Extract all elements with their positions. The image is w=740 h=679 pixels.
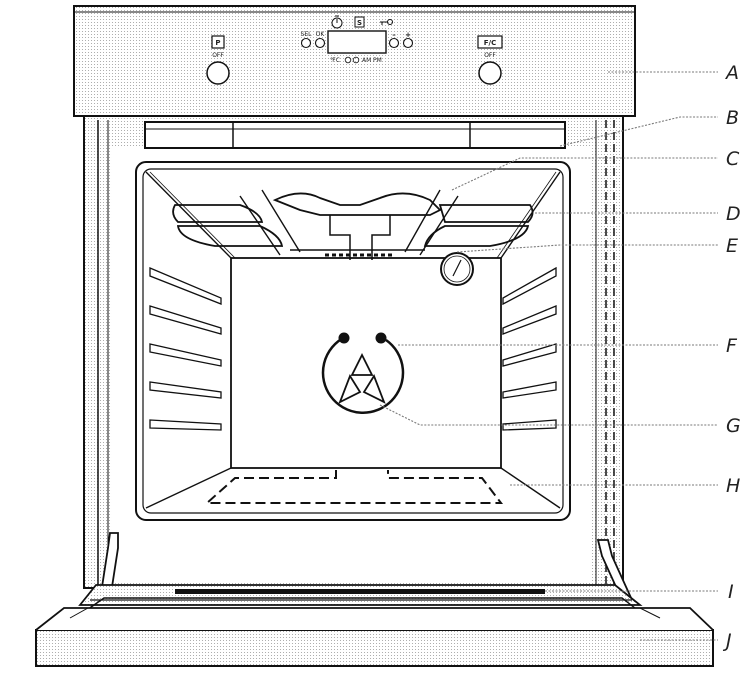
callout-c: C xyxy=(726,148,740,170)
oven-light-icon xyxy=(441,253,473,285)
callout-j: J xyxy=(722,630,732,652)
right-knob-off-label: OFF xyxy=(484,52,496,59)
sel-button-label: SEL xyxy=(301,31,313,38)
display-pm: PM xyxy=(373,57,382,64)
right-temperature-knob[interactable] xyxy=(479,62,501,84)
ok-button-label: OK xyxy=(316,31,326,38)
ok-button[interactable] xyxy=(316,39,325,48)
sel-button[interactable] xyxy=(302,39,311,48)
display-temp-unit: ℉C xyxy=(330,57,340,64)
right-knob-symbol: F/C xyxy=(484,39,496,47)
plus-button-label: + xyxy=(405,31,411,39)
callout-labels: A B C D E F G H I J xyxy=(722,62,740,652)
callout-f: F xyxy=(726,335,738,357)
plus-button[interactable] xyxy=(404,39,413,48)
cooling-vent xyxy=(145,122,565,148)
digital-display xyxy=(328,31,386,53)
callout-d: D xyxy=(726,203,740,225)
panel-center-symbol: S xyxy=(357,19,362,27)
control-panel: P OFF F/C OFF S SEL OK – + ℉C xyxy=(74,6,635,116)
left-function-knob[interactable] xyxy=(207,62,229,84)
callout-e: E xyxy=(726,235,738,257)
callout-a: A xyxy=(724,62,739,84)
left-knob-off-label: OFF xyxy=(212,52,224,59)
callout-h: H xyxy=(726,475,740,497)
display-am: AM xyxy=(362,57,371,64)
left-knob-symbol: P xyxy=(215,39,220,47)
callout-g: G xyxy=(726,415,740,437)
callout-b: B xyxy=(726,107,739,129)
minus-button-label: – xyxy=(392,31,396,39)
callout-i: I xyxy=(728,581,734,603)
minus-button[interactable] xyxy=(390,39,399,48)
